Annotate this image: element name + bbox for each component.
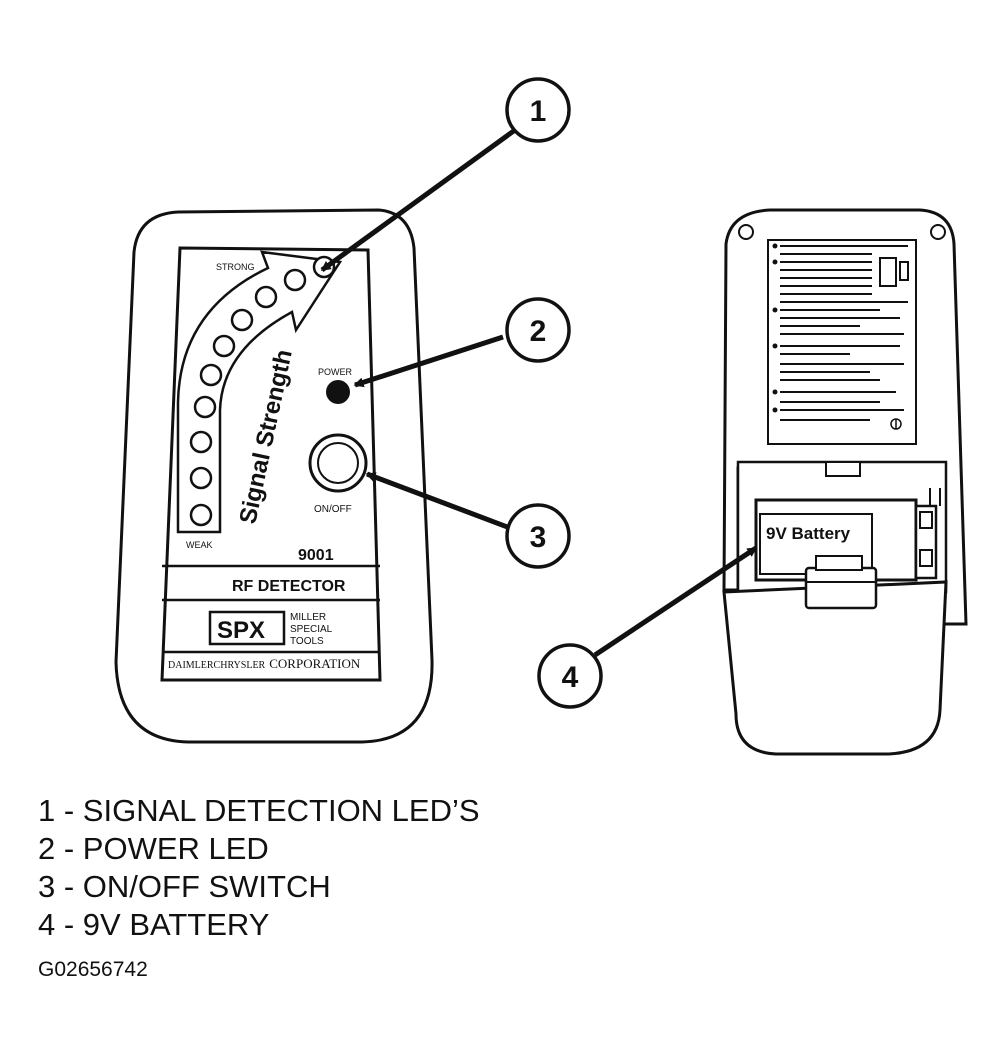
legend-item-4: 4 - 9V BATTERY [38,907,270,942]
callout-2-number: 2 [530,315,547,348]
weak-label: WEAK [186,540,213,550]
battery-door-latch [804,566,878,610]
leader-arrow-3 [365,471,511,531]
leader-arrow-2 [353,334,504,388]
power-led [326,380,350,404]
leader-arrow-1 [320,127,517,273]
signal-led [230,308,254,332]
callout-1-number: 1 [530,95,547,128]
callout-4-number: 4 [562,661,579,694]
rf-detector-front: STRONG WEAK Signal Strength POWER ON/OFF… [114,208,434,744]
model-number: 9001 [298,547,334,564]
callout-2: 2 [505,297,571,363]
legend-item-3: 3 - ON/OFF SWITCH [38,869,331,904]
spx-logo-box [208,610,286,646]
signal-led [254,285,278,309]
strong-label: STRONG [216,262,255,272]
signal-led-group [189,255,336,527]
leader-arrows [320,127,758,658]
battery-label: 9V Battery [766,524,851,543]
callout-4: 4 [537,643,603,709]
manufacturer-line: DAIMLERCHRYSLER CORPORATION [168,655,361,672]
battery-door[interactable] [722,580,948,756]
onoff-label: ON/OFF [314,504,352,515]
brand-line-2: SPECIAL [290,624,333,635]
callout-1: 1 [505,77,571,143]
signal-led [283,268,307,292]
manufacturer-small: DAIMLERCHRYSLER [168,660,266,671]
legend-list: 1 - SIGNAL DETECTION LED’S 2 - POWER LED… [38,792,480,944]
brand-logo: SPX [217,617,265,644]
signal-strength-arrow [176,250,343,534]
callout-3-number: 3 [530,521,547,554]
onoff-switch[interactable] [308,433,368,493]
signal-led [193,395,217,419]
signal-led [212,334,236,358]
legend-item-1: 1 - SIGNAL DETECTION LED’S [38,793,480,828]
callout-3: 3 [505,503,571,569]
leader-arrow-4 [593,545,758,658]
signal-led [189,466,213,490]
signal-led [199,363,223,387]
rf-detector-back: 9V Battery [722,208,968,756]
power-label: POWER [318,367,353,377]
signal-led [189,430,213,454]
brand-line-1: MILLER [290,612,326,623]
signal-led [189,503,213,527]
product-name: RF DETECTOR [232,578,346,595]
legend-item-2: 2 - POWER LED [38,831,269,866]
manufacturer-large: CORPORATION [269,656,361,671]
brand-line-3: TOOLS [290,636,324,647]
figure-id: G02656742 [38,958,148,981]
